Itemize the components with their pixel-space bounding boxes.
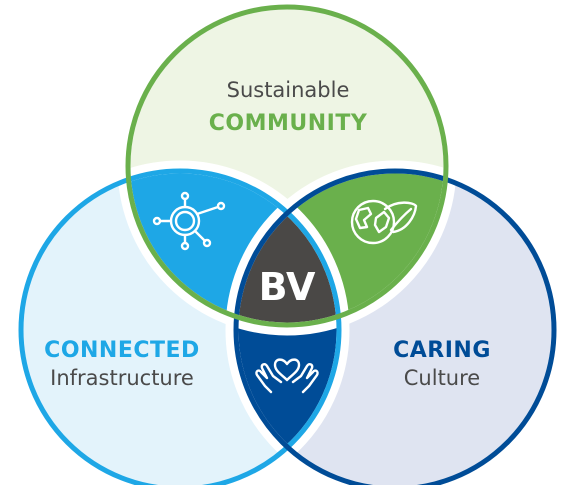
ring-right bbox=[233, 168, 557, 485]
globe-leaf-icon bbox=[350, 199, 418, 245]
top-light-label: Sustainable bbox=[227, 78, 350, 102]
center-overlap bbox=[232, 167, 343, 329]
top-bold-label: COMMUNITY bbox=[209, 111, 368, 136]
heart-hands-icon bbox=[255, 358, 319, 394]
network-hub-icon bbox=[152, 191, 226, 251]
ring-left bbox=[18, 168, 342, 485]
center-label: BV bbox=[259, 265, 316, 309]
left-light-label: Infrastructure bbox=[50, 366, 194, 390]
right-light-label: Culture bbox=[404, 366, 480, 390]
left-bold-label: CONNECTED bbox=[44, 338, 200, 363]
right-bold-label: CARING bbox=[393, 338, 491, 363]
ring-top bbox=[125, 4, 449, 328]
